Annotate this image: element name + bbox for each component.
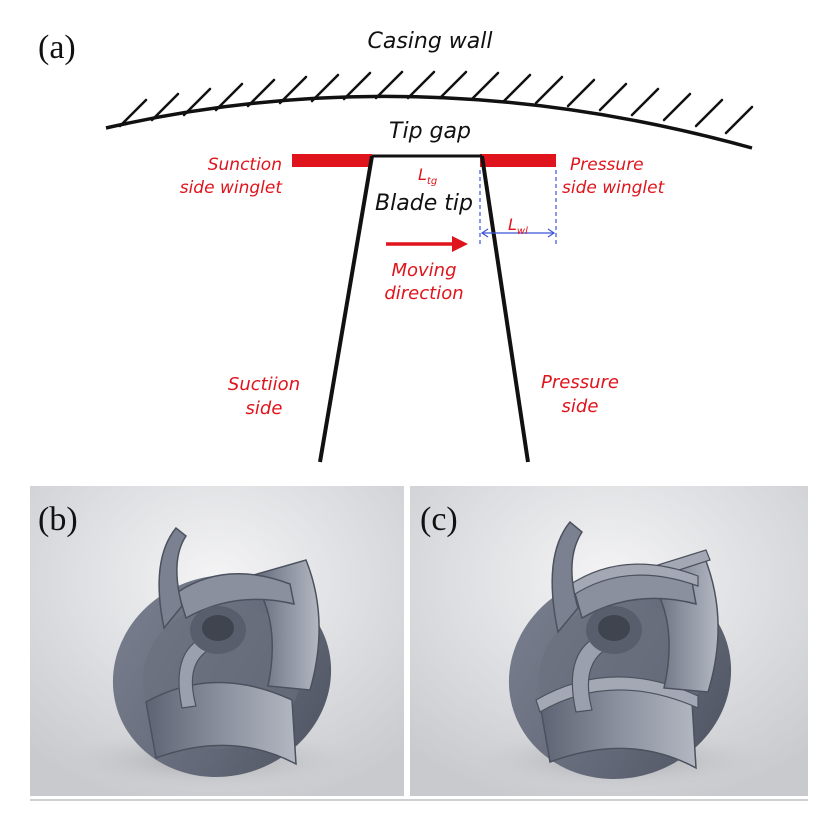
panel-c-render: (c) (410, 486, 808, 796)
moving-direction-arrowhead (452, 236, 468, 252)
pressure-winglet-label-line1: Pressure (570, 155, 644, 175)
moving-direction-label-line1: Moving (391, 260, 456, 281)
winglet-length-dimension (479, 170, 557, 244)
blade-suction-side-line (318, 155, 374, 463)
suction-side-label-line2: side (246, 398, 283, 419)
impeller-b (112, 526, 332, 777)
suction-side-label-line1: Suctiion (228, 374, 300, 395)
impeller-c (508, 520, 732, 779)
casing-wall-hatching (118, 70, 754, 135)
moving-direction-label-line2: direction (384, 283, 463, 304)
panel-label-a: (a) (38, 29, 76, 66)
casing-wall-line (105, 94, 753, 150)
pressure-side-label-line2: side (562, 396, 599, 417)
pressure-side-winglet (480, 154, 556, 167)
pressure-side-label-line1: Pressure (541, 372, 619, 393)
suction-winglet-label-line2: side winglet (180, 178, 284, 198)
tip-gap-label: Tip gap (389, 119, 471, 144)
panel-a-diagram: (a) Casing wall Tip (38, 29, 754, 463)
blade-tip-label: Blade tip (375, 191, 473, 216)
blade-pressure-side-line (480, 155, 530, 463)
pressure-winglet-label-line2: side winglet (562, 178, 666, 198)
winglet-length-label: Lwl (508, 215, 528, 237)
casing-wall-label: Casing wall (367, 29, 492, 54)
panel-b-render: (b) (30, 486, 404, 796)
suction-winglet-label-line1: Sunction (208, 155, 282, 175)
suction-side-winglet (292, 154, 372, 167)
tip-gap-length-label: Ltg (418, 165, 437, 187)
panel-label-b: (b) (38, 501, 78, 538)
panel-label-c: (c) (420, 501, 458, 538)
